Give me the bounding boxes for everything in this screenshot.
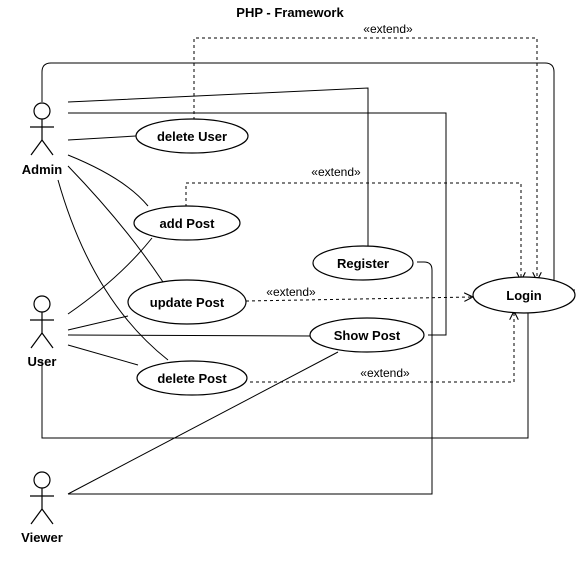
extend-delete-post-login xyxy=(250,312,514,383)
use-case-register[interactable]: Register xyxy=(312,245,414,281)
actor-label: Viewer xyxy=(21,530,63,545)
use-case-label: update Post xyxy=(150,295,225,310)
extend-relations: «extend» «extend» «extend» «extend» xyxy=(185,22,537,383)
assoc-admin-login xyxy=(41,62,575,291)
use-case-label: delete User xyxy=(157,129,227,144)
diagram-title: PHP - Framework xyxy=(236,5,344,20)
extend-label-update-post: «extend» xyxy=(266,285,316,299)
use-case-show-post[interactable]: Show Post xyxy=(309,317,425,353)
assoc-admin-show-post xyxy=(68,112,447,336)
stick-figure-icon xyxy=(30,102,54,156)
use-case-label: Register xyxy=(337,256,389,271)
assoc-admin-update-post xyxy=(67,165,164,283)
use-case-delete-post[interactable]: delete Post xyxy=(136,360,248,396)
assoc-admin-delete-user xyxy=(67,135,137,141)
assoc-user-login xyxy=(41,308,529,439)
extend-update-post-login xyxy=(245,297,472,301)
use-case-login[interactable]: Login xyxy=(472,276,576,314)
assoc-user-add-post xyxy=(67,237,153,315)
actor-label: Admin xyxy=(22,162,63,177)
extend-delete-user-login xyxy=(193,37,537,280)
assoc-user-update-post xyxy=(67,315,129,331)
actor-viewer[interactable]: Viewer xyxy=(21,471,63,545)
extend-add-post-login xyxy=(185,182,521,280)
actor-label: User xyxy=(28,354,57,369)
extend-label-delete-post: «extend» xyxy=(360,366,410,380)
use-case-label: Login xyxy=(506,288,541,303)
actor-user[interactable]: User xyxy=(28,295,57,369)
use-case-update-post[interactable]: update Post xyxy=(127,279,247,325)
extend-label-add-post: «extend» xyxy=(311,165,361,179)
assoc-viewer-show-post xyxy=(67,351,339,495)
extend-label-delete-user: «extend» xyxy=(363,22,413,36)
assoc-admin-delete-post xyxy=(57,179,169,361)
assoc-admin-register xyxy=(67,87,369,248)
stick-figure-icon xyxy=(30,471,54,525)
actor-admin[interactable]: Admin xyxy=(22,102,63,177)
use-case-add-post[interactable]: add Post xyxy=(133,205,241,241)
use-case-delete-user[interactable]: delete User xyxy=(135,118,249,154)
use-case-label: delete Post xyxy=(157,371,227,386)
use-case-label: Show Post xyxy=(334,328,401,343)
assoc-user-delete-post xyxy=(67,344,139,366)
associations xyxy=(41,62,575,495)
assoc-user-show-post xyxy=(67,334,314,337)
assoc-viewer-register xyxy=(68,261,433,495)
assoc-admin-add-post xyxy=(67,154,149,207)
use-case-label: add Post xyxy=(160,216,216,231)
stick-figure-icon xyxy=(30,295,54,349)
